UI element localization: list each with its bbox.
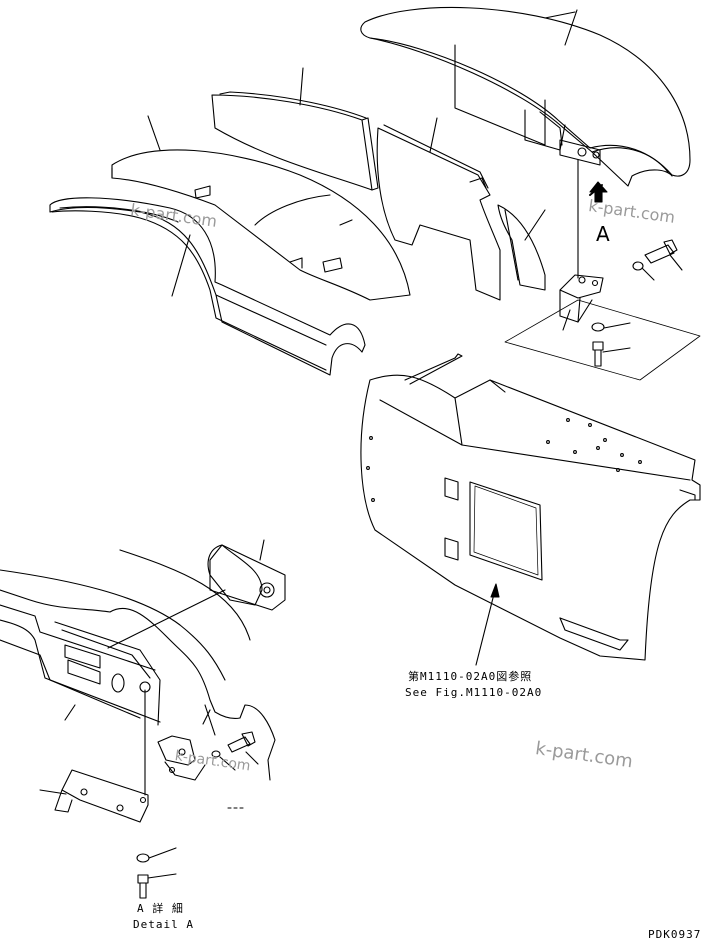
leader-line bbox=[64, 704, 76, 721]
reference-arrow bbox=[475, 583, 500, 666]
detail-a-cover bbox=[0, 549, 276, 781]
detail-hinge bbox=[157, 735, 206, 781]
latch-bracket bbox=[54, 769, 149, 823]
insulation-pad-upper bbox=[211, 91, 379, 191]
insulation-pad-side bbox=[376, 124, 501, 301]
leader-line bbox=[641, 267, 655, 281]
washer-2 bbox=[591, 322, 605, 332]
bolt-1 bbox=[644, 239, 678, 264]
top-hinge bbox=[559, 139, 601, 279]
catch-block bbox=[207, 544, 286, 611]
insulation-pad-small bbox=[497, 204, 546, 291]
view-label-a: A bbox=[596, 222, 610, 246]
leader-line bbox=[669, 254, 683, 271]
detail-washer-2 bbox=[136, 853, 150, 863]
leader-line bbox=[564, 9, 578, 46]
insulation-pad-middle bbox=[111, 149, 411, 301]
hinge-bracket bbox=[559, 274, 604, 323]
latch-plate bbox=[139, 681, 151, 796]
detail-caption-en: Detail A bbox=[133, 918, 194, 931]
detail-bolt bbox=[227, 731, 256, 753]
top-cover bbox=[360, 6, 691, 187]
leader-line bbox=[147, 115, 161, 151]
detail-washer bbox=[211, 750, 221, 758]
mounting-plane bbox=[504, 299, 701, 381]
leader-line bbox=[602, 347, 631, 353]
leader-line bbox=[259, 539, 265, 561]
drawing-code: PDK0937 bbox=[648, 928, 702, 941]
detail-caption-jp: A 詳 細 bbox=[137, 902, 184, 915]
leader-line bbox=[39, 789, 67, 795]
bolt-2 bbox=[592, 341, 604, 367]
leader-line bbox=[219, 756, 236, 771]
leader-line bbox=[524, 209, 546, 241]
reference-note-jp: 第M1110-02A0図参照 bbox=[408, 670, 533, 683]
seal-strip bbox=[49, 197, 366, 376]
side-cover-panel bbox=[360, 353, 701, 661]
leader-line bbox=[429, 117, 438, 153]
leader-line bbox=[147, 873, 177, 879]
leader-line bbox=[148, 847, 177, 859]
leader-line bbox=[202, 709, 211, 725]
leader-line bbox=[299, 67, 304, 106]
washer-1 bbox=[632, 261, 644, 271]
leader-line bbox=[107, 589, 226, 649]
detail-bolt-2 bbox=[137, 874, 149, 899]
leader-line bbox=[171, 234, 191, 297]
reference-note-en: See Fig.M1110-02A0 bbox=[405, 686, 543, 699]
leader-line bbox=[603, 322, 631, 329]
leader-line bbox=[562, 309, 571, 331]
leader-line bbox=[245, 751, 259, 765]
view-arrow-a bbox=[589, 181, 608, 203]
